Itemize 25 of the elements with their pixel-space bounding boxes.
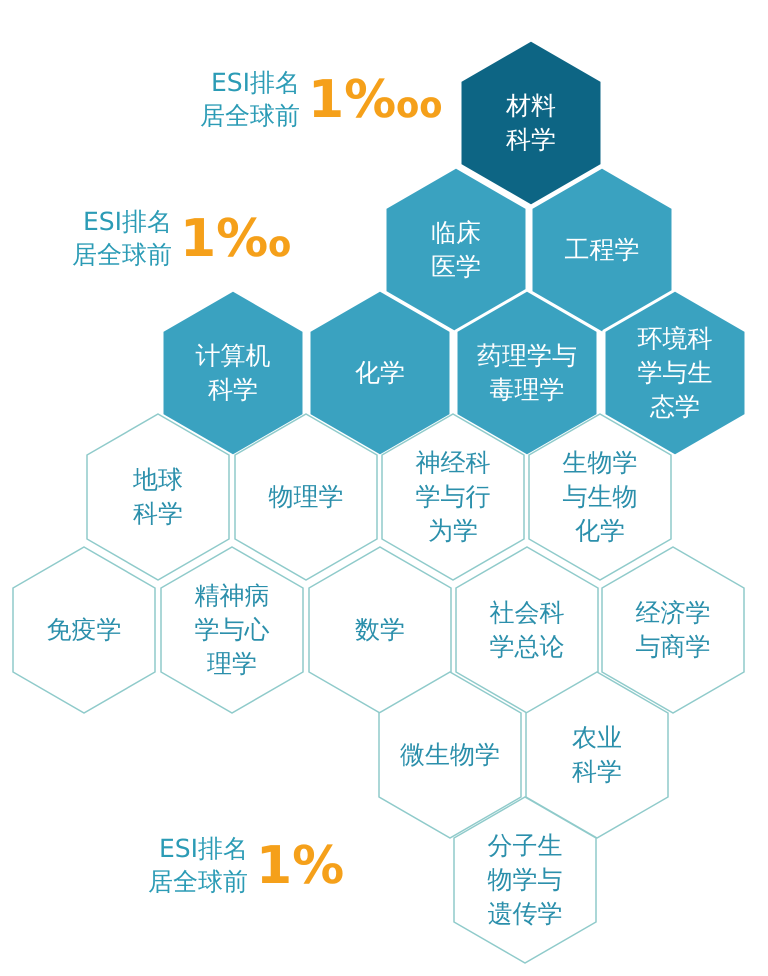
tile-label: 微生物学 xyxy=(399,739,501,771)
ranking-note: ESI排名居全球前 xyxy=(72,206,172,271)
ranking-note: ESI排名居全球前 xyxy=(200,67,300,132)
tile-label: 生物学与生物化学 xyxy=(562,447,638,547)
tile-label: 物理学 xyxy=(268,481,344,513)
tile-label: 精神病学与心理学 xyxy=(194,580,270,680)
ranking-figure: 1‱ xyxy=(308,70,442,130)
tile-label: 材料科学 xyxy=(505,90,557,156)
tile-label: 免疫学 xyxy=(46,614,122,646)
ranking-figure: 1‰ xyxy=(180,209,292,269)
tile-label: 地球科学 xyxy=(132,464,184,530)
ranking-note: ESI排名居全球前 xyxy=(148,833,248,898)
tile-label: 计算机科学 xyxy=(194,340,272,406)
tile-label: 药理学与毒理学 xyxy=(476,340,578,406)
tile-label: 工程学 xyxy=(564,234,640,266)
tile-label: 神经科学与行为学 xyxy=(414,447,492,547)
tile-label: 农业科学 xyxy=(571,722,623,788)
tile-label: 临床医学 xyxy=(430,217,482,283)
tile-label: 化学 xyxy=(354,357,406,389)
tile-label: 数学 xyxy=(354,614,406,646)
ranking-figure: 1% xyxy=(256,836,344,896)
tile-label: 环境科学与生态学 xyxy=(636,323,714,423)
tile-label: 分子生物学与遗传学 xyxy=(486,830,564,930)
tile-label: 经济学与商学 xyxy=(634,597,712,663)
tile-label: 社会科学总论 xyxy=(488,597,566,663)
